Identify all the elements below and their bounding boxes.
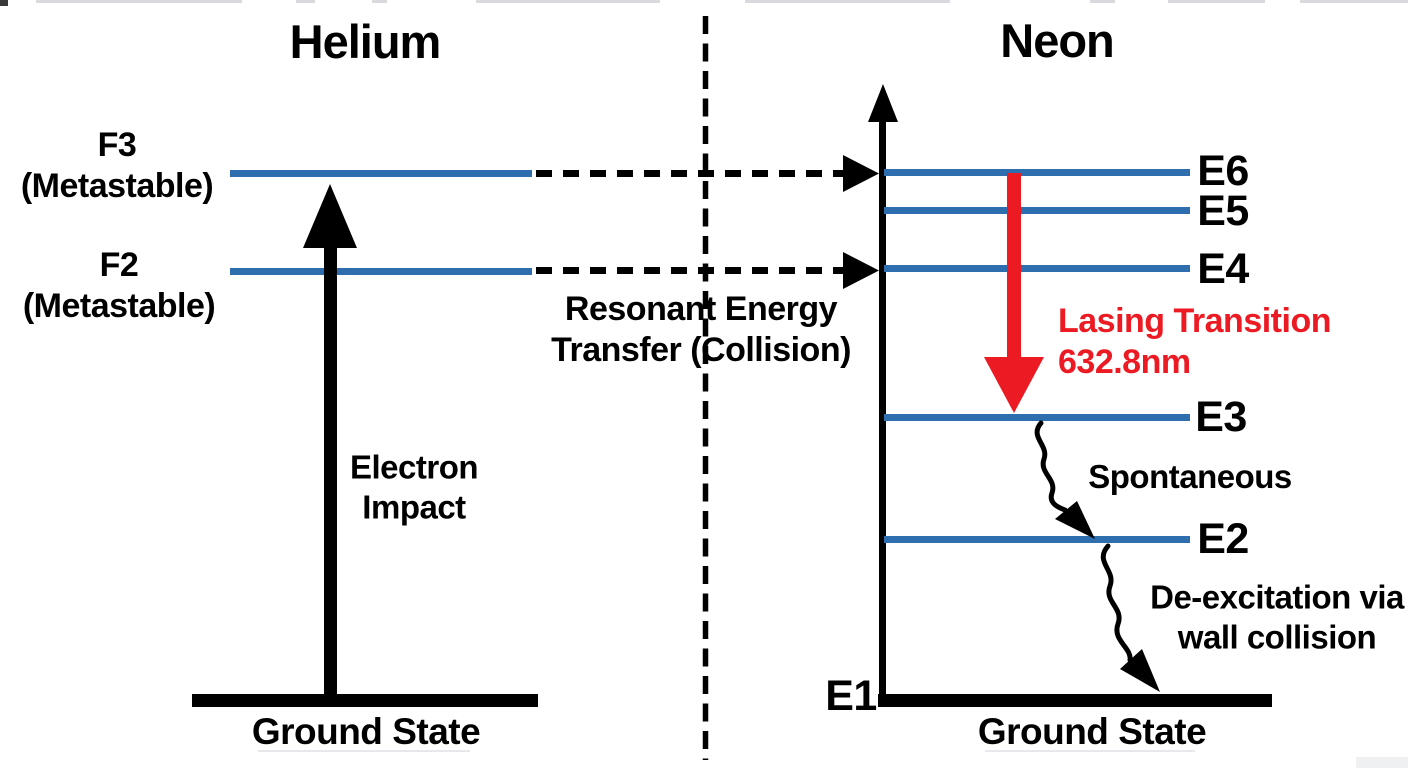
lasing-transition-arrow [984,173,1044,413]
neon-level-e5-line [884,207,1190,214]
electron-impact-arrow [303,184,357,700]
lasing-transition-label: Lasing Transition 632.8nm [1058,302,1331,381]
spontaneous-label: Spontaneous [1088,458,1292,496]
resonant-transfer-arrow-lower [536,252,879,289]
electron-impact-label: Electron Impact [349,448,479,525]
neon-title: Neon [1000,13,1114,67]
neon-level-e3-label: E3 [1195,393,1247,442]
neon-level-e2-line [884,536,1190,543]
deexcitation-wavy-arrow [1100,543,1160,692]
helium-ground-line [192,694,538,707]
helium-level-f3-label: F3 (Metastable) [20,125,214,207]
resonant-transfer-label: Resonant Energy Transfer (Collision) [551,290,851,369]
f3-name: F3 [97,126,137,165]
f2-qualifier: (Metastable) [22,287,216,325]
neon-level-e4-line [884,265,1190,272]
helium-level-f2-label: F2 (Metastable) [22,245,216,327]
neon-level-e3-line [884,414,1190,421]
resonant-transfer-arrow-upper [536,155,879,192]
neon-level-e6-label: E6 [1197,147,1249,196]
spontaneous-decay-wavy-arrow [1034,420,1095,539]
helium-level-f2-line [230,268,532,275]
neon-ground-state-label: Ground State [977,710,1207,752]
f3-qualifier: (Metastable) [20,167,214,205]
neon-level-e6-line [884,169,1190,176]
neon-level-e4-label: E4 [1197,245,1249,294]
top-edge-artifacts [0,0,1408,6]
f2-name: F2 [99,246,139,285]
deexcitation-label: De-excitation via wall collision [1150,578,1404,655]
neon-energy-axis [868,84,898,701]
neon-ground-line [878,694,1272,707]
helium-title: Helium [289,14,442,68]
neon-level-e5-label: E5 [1197,187,1249,236]
helium-ground-state-label: Ground State [251,710,481,752]
bottom-edge-artifacts [258,750,1408,768]
helium-level-f3-line [230,170,532,177]
neon-level-e1-label: E1 [825,672,877,721]
neon-level-e2-label: E2 [1197,515,1249,564]
